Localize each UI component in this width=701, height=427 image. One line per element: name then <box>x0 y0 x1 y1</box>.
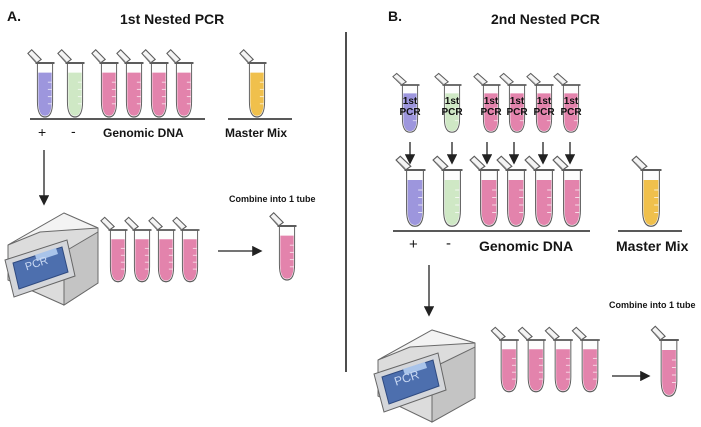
panelA-cycler-tube <box>123 216 153 283</box>
panelA-title: 1st Nested PCR <box>120 11 225 27</box>
panelA-sample-tube <box>140 48 170 118</box>
panelA-combine-label: Combine into 1 tube <box>229 194 316 204</box>
panelA-genomic-dna-label: Genomic DNA <box>103 126 184 140</box>
panelB-master-mix-label: Master Mix <box>616 238 689 254</box>
panelA-negative-tube <box>56 48 86 118</box>
panelA-master-mix <box>228 48 292 120</box>
panelA-sample-tube <box>90 48 120 118</box>
panelB-sample-tube <box>469 155 501 228</box>
panelA-cycler-tube <box>147 216 177 283</box>
panelB-positive-tube <box>395 155 427 228</box>
panelB-negative-tube <box>432 155 464 228</box>
panelB-title: 2nd Nested PCR <box>491 11 600 27</box>
panelA-sample-tube <box>165 48 195 118</box>
panelA-positive-sign: + <box>38 124 47 140</box>
panelB-cycler-tube <box>517 326 547 393</box>
panelA-cycler-tubes <box>99 216 201 283</box>
panelB-combined-tube <box>650 325 680 398</box>
panelB-pcr-machine <box>373 329 476 423</box>
panelA-sample-tube <box>115 48 145 118</box>
panelA-negative-sign: - <box>71 123 76 139</box>
panelA-letter: A. <box>7 8 21 24</box>
panelA-positive-tube <box>26 48 56 118</box>
panelB-sample-tube <box>552 155 584 228</box>
panelB-tube-rack <box>393 155 590 232</box>
panelA-master-mix-label: Master Mix <box>225 126 288 140</box>
panelB-master-mix <box>618 155 682 232</box>
panelA-pcr-machine <box>4 212 99 306</box>
panelB-combine-label: Combine into 1 tube <box>609 300 696 310</box>
panelA-combined-tube <box>268 211 298 281</box>
panelB-master-mix-tube <box>631 155 663 228</box>
panelB-cycler-tube <box>490 326 520 393</box>
panelA-master-mix-tube <box>238 48 268 118</box>
panelB-sample-tube <box>496 155 528 228</box>
panelB-transfer-arrows <box>404 142 576 165</box>
panelB-cycler-tubes <box>490 326 601 393</box>
panelB-negative-sign: - <box>446 235 451 252</box>
panelB-sample-tube <box>524 155 556 228</box>
panelB-genomic-dna-label: Genomic DNA <box>479 238 574 254</box>
panelA-cycler-tube <box>171 216 201 283</box>
panelB-cycler-tube <box>544 326 574 393</box>
panelA-tube-rack <box>26 48 205 120</box>
panelB-positive-sign: + <box>409 236 418 253</box>
panelB-cycler-tube <box>571 326 601 393</box>
panelA-cycler-tube <box>99 216 129 283</box>
panelB-letter: B. <box>388 8 402 24</box>
